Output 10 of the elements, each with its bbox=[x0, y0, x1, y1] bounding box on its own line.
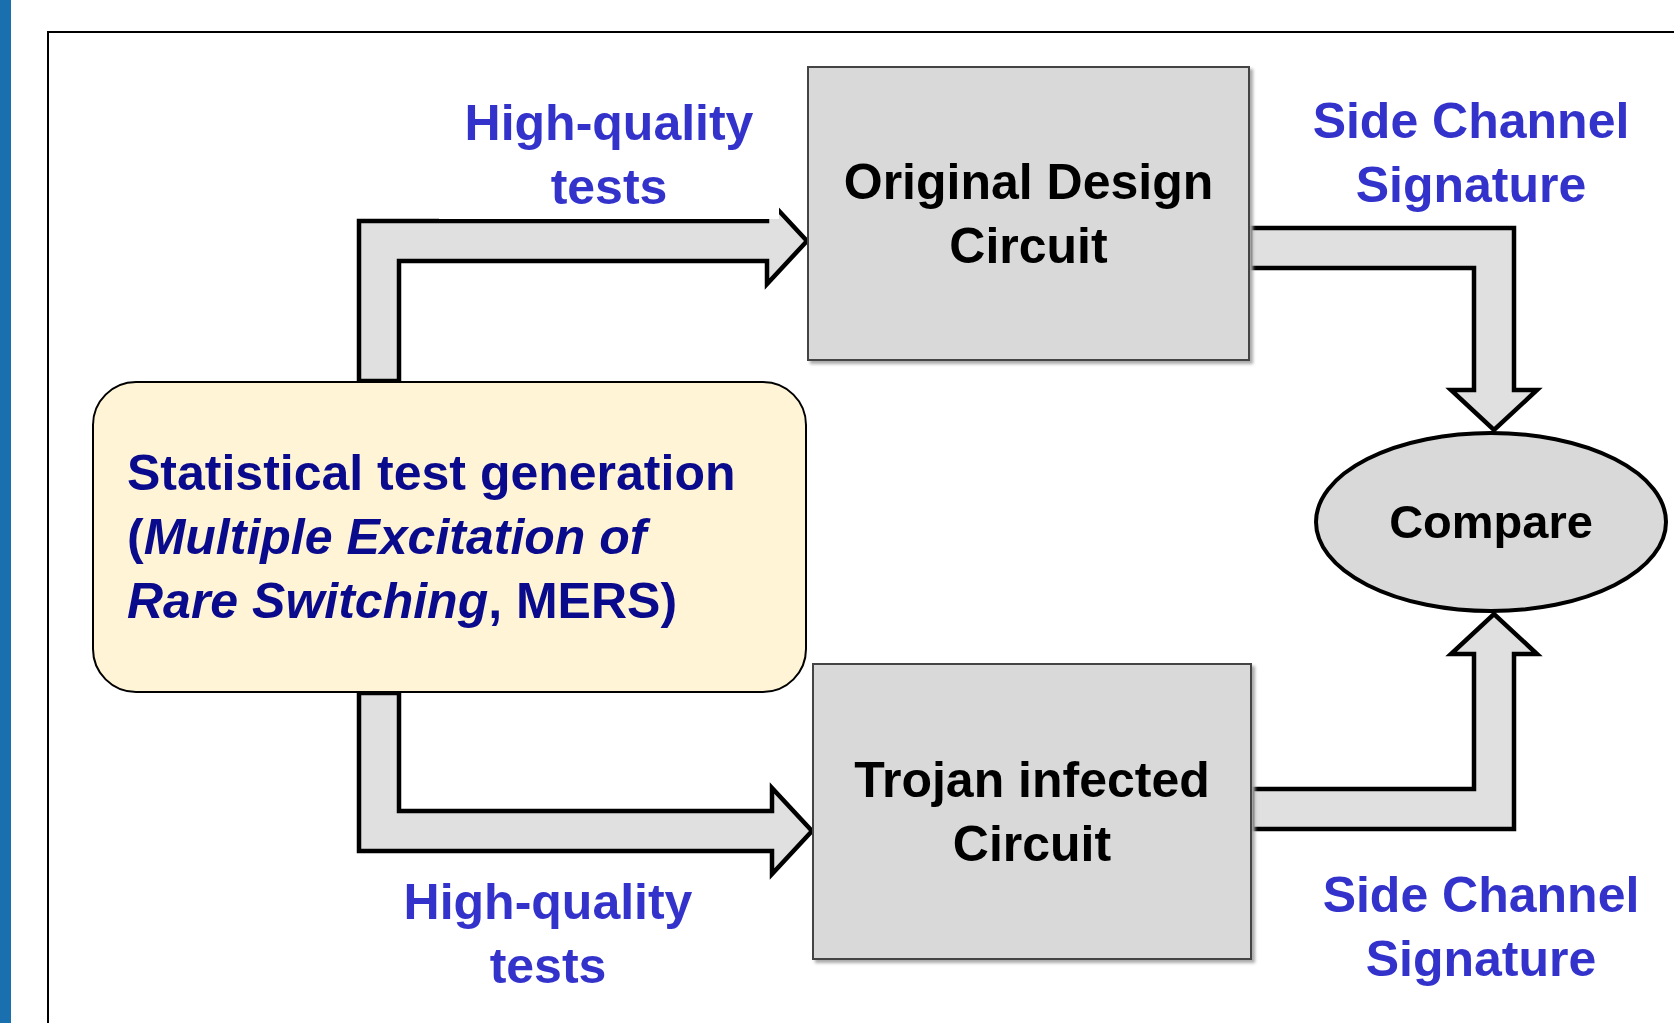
block-arrow bbox=[1249, 610, 1543, 832]
block-arrow bbox=[1247, 225, 1543, 434]
node-text: Trojan infected Circuit bbox=[853, 750, 1211, 874]
circuit-box bbox=[807, 66, 1250, 361]
node-text: Compare bbox=[1389, 494, 1593, 550]
process-box bbox=[92, 381, 807, 693]
circuit-box bbox=[812, 663, 1252, 960]
node-text: Original Design Circuit bbox=[842, 152, 1215, 276]
node-text: Statistical test generation (Multiple Excitation of Rare Switching, MERS) bbox=[127, 444, 737, 631]
compare-ellipse bbox=[1313, 430, 1669, 614]
